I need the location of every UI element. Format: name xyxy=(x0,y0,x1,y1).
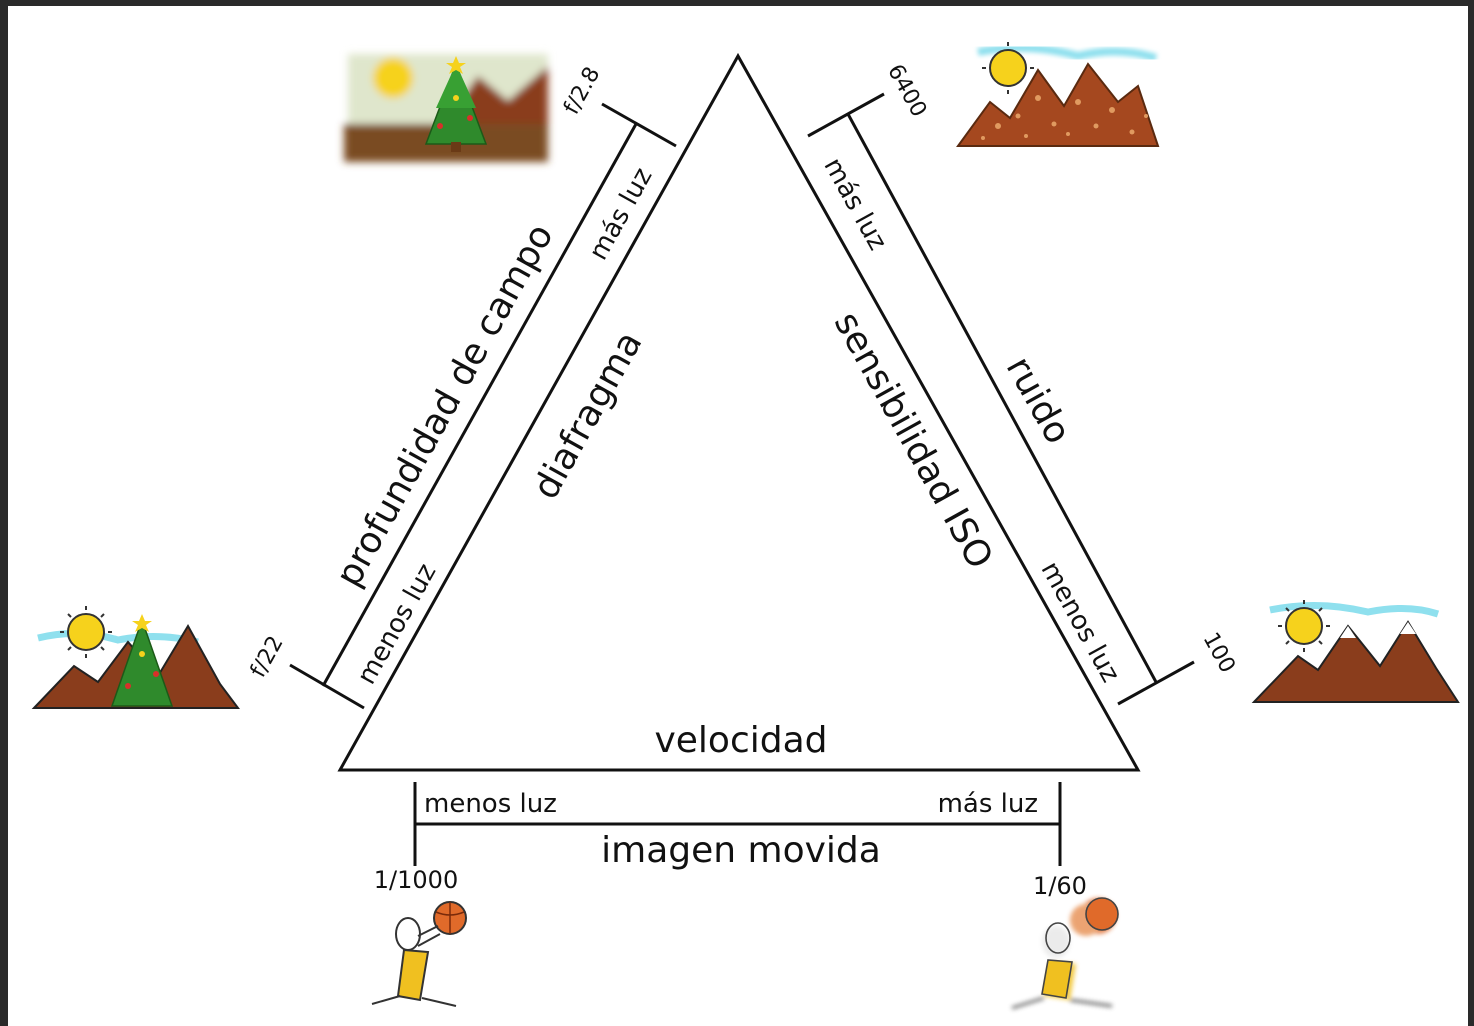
aperture-low-value: f/22 xyxy=(246,632,289,682)
shutter-scale xyxy=(413,782,1062,866)
basketball-player-frozen-icon xyxy=(371,901,467,1007)
diagram-svg: profundidad de campo diafragma más luz m… xyxy=(31,42,1460,1010)
iso-more-light-label: más luz xyxy=(818,153,893,255)
aperture-scale-line xyxy=(321,123,638,687)
aperture-high-value: f/2.8 xyxy=(559,63,605,119)
iso-scale-tick-low xyxy=(1117,660,1195,706)
aperture-scale-tick-high xyxy=(601,102,677,148)
iso-scale-tick-high xyxy=(807,92,885,138)
landscape-sharp-icon xyxy=(31,606,240,709)
basketball-player-blurred-icon xyxy=(1011,897,1119,1010)
landscape-clean-icon xyxy=(1251,600,1460,703)
landscape-noisy-icon xyxy=(956,42,1160,147)
shutter-less-light-label: menos luz xyxy=(424,789,557,819)
exposure-triangle xyxy=(337,52,1141,772)
aperture-scale-tick-low xyxy=(289,663,365,710)
iso-scale-line xyxy=(846,113,1158,683)
exposure-triangle-diagram: profundidad de campo diafragma más luz m… xyxy=(8,6,1468,1026)
landscape-blurred-icon xyxy=(344,54,548,162)
aperture-label: diafragma xyxy=(525,325,650,506)
iso-high-value: 6400 xyxy=(882,60,931,121)
shutter-high-value: 1/60 xyxy=(1033,872,1087,900)
shutter-more-light-label: más luz xyxy=(938,789,1038,819)
shutter-effect-label: imagen movida xyxy=(601,830,881,871)
iso-effect-label: ruido xyxy=(998,350,1079,451)
iso-scale xyxy=(807,92,1195,706)
aperture-more-light-label: más luz xyxy=(584,163,659,265)
iso-low-value: 100 xyxy=(1198,628,1240,677)
shutter-low-value: 1/1000 xyxy=(374,866,458,894)
aperture-scale xyxy=(289,102,677,710)
aperture-effect-label: profundidad de campo xyxy=(328,217,561,593)
shutter-label: velocidad xyxy=(654,720,827,761)
